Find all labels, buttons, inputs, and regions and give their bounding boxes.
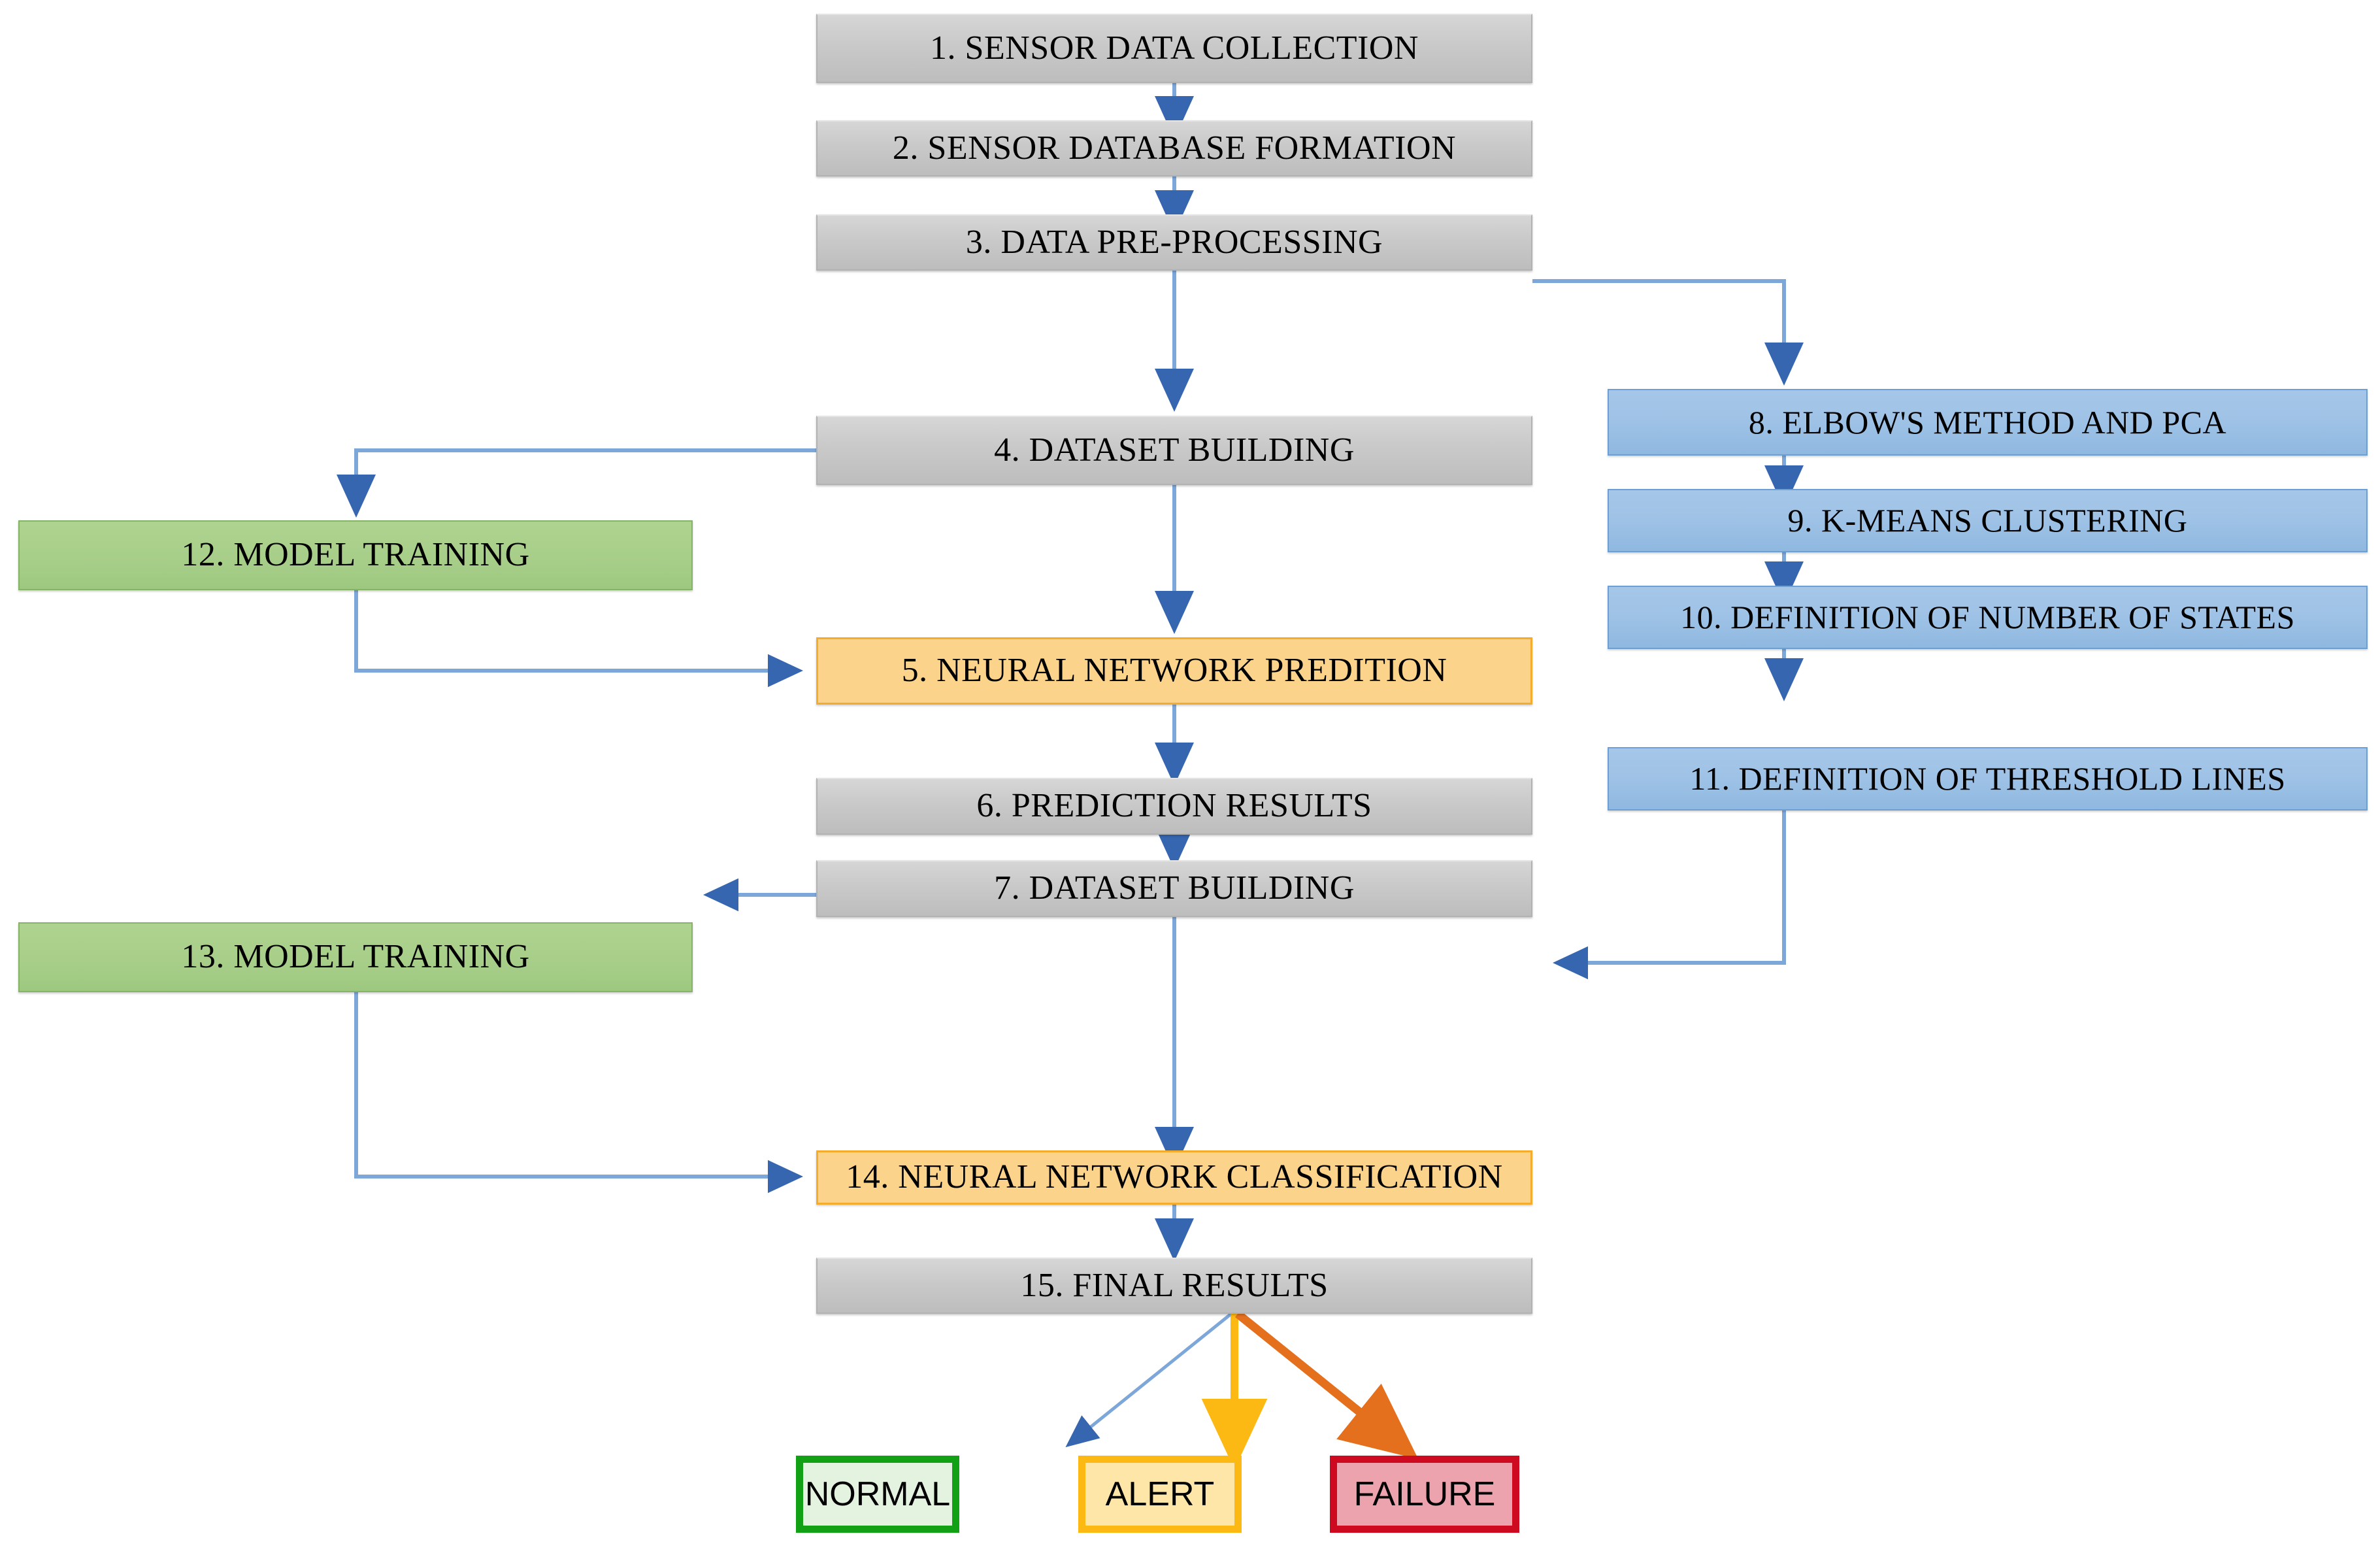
node-sensor-database-formation[interactable]: 2. SENSOR DATABASE FORMATION (816, 120, 1532, 176)
node-label: 6. PREDICTION RESULTS (976, 787, 1372, 825)
node-prediction-results[interactable]: 6. PREDICTION RESULTS (816, 778, 1532, 835)
node-label: 11. DEFINITION OF THRESHOLD LINES (1689, 760, 2286, 797)
node-model-training-13[interactable]: 13. MODEL TRAINING (18, 922, 693, 992)
outcome-normal[interactable]: NORMAL (796, 1456, 959, 1533)
node-label: 14. NEURAL NETWORK CLASSIFICATION (846, 1158, 1503, 1196)
node-dataset-building-7[interactable]: 7. DATASET BUILDING (816, 860, 1532, 917)
node-label: 8. ELBOW'S METHOD AND PCA (1748, 403, 2227, 441)
connector-3-to-8 (1532, 279, 1804, 386)
outcome-failure[interactable]: FAILURE (1330, 1456, 1519, 1533)
node-label: 3. DATA PRE-PROCESSING (965, 223, 1383, 261)
node-label: 15. FINAL RESULTS (1020, 1266, 1329, 1304)
node-label: 12. MODEL TRAINING (181, 536, 530, 574)
node-label: 4. DATASET BUILDING (994, 431, 1355, 469)
node-data-pre-processing[interactable]: 3. DATA PRE-PROCESSING (816, 214, 1532, 271)
node-dataset-building-4[interactable]: 4. DATASET BUILDING (816, 416, 1532, 485)
node-neural-network-prediction[interactable]: 5. NEURAL NETWORK PREDITION (816, 637, 1532, 705)
node-label: 13. MODEL TRAINING (181, 938, 530, 976)
outcome-alert[interactable]: ALERT (1078, 1456, 1242, 1533)
node-label: 2. SENSOR DATABASE FORMATION (892, 129, 1457, 167)
node-model-training-12[interactable]: 12. MODEL TRAINING (18, 520, 693, 590)
outcome-label: FAILURE (1353, 1475, 1496, 1513)
node-elbow-method-and-pca[interactable]: 8. ELBOW'S METHOD AND PCA (1608, 389, 2368, 456)
connector-12-to-5 (354, 590, 803, 688)
node-label: 10. DEFINITION OF NUMBER OF STATES (1680, 599, 2295, 636)
connector-4-to-12 (337, 448, 816, 518)
connector-13-to-14 (354, 992, 803, 1194)
connector-15-to-failure (1234, 1310, 1419, 1460)
node-label: 1. SENSOR DATA COLLECTION (930, 29, 1419, 67)
connector-11-to-7 (1553, 811, 1786, 980)
node-label: 9. K-MEANS CLUSTERING (1787, 502, 2188, 539)
connector-15-to-normal (1065, 1313, 1232, 1448)
node-definition-of-number-of-states[interactable]: 10. DEFINITION OF NUMBER OF STATES (1608, 586, 2368, 649)
node-final-results[interactable]: 15. FINAL RESULTS (816, 1258, 1532, 1314)
outcome-label: ALERT (1105, 1475, 1215, 1513)
node-definition-of-threshold-lines[interactable]: 11. DEFINITION OF THRESHOLD LINES (1608, 747, 2368, 811)
node-label: 7. DATASET BUILDING (994, 869, 1355, 907)
node-sensor-data-collection[interactable]: 1. SENSOR DATA COLLECTION (816, 14, 1532, 83)
node-k-means-clustering[interactable]: 9. K-MEANS CLUSTERING (1608, 489, 2368, 552)
node-label: 5. NEURAL NETWORK PREDITION (901, 652, 1447, 690)
node-neural-network-classification[interactable]: 14. NEURAL NETWORK CLASSIFICATION (816, 1150, 1532, 1205)
outcome-label: NORMAL (804, 1475, 951, 1513)
